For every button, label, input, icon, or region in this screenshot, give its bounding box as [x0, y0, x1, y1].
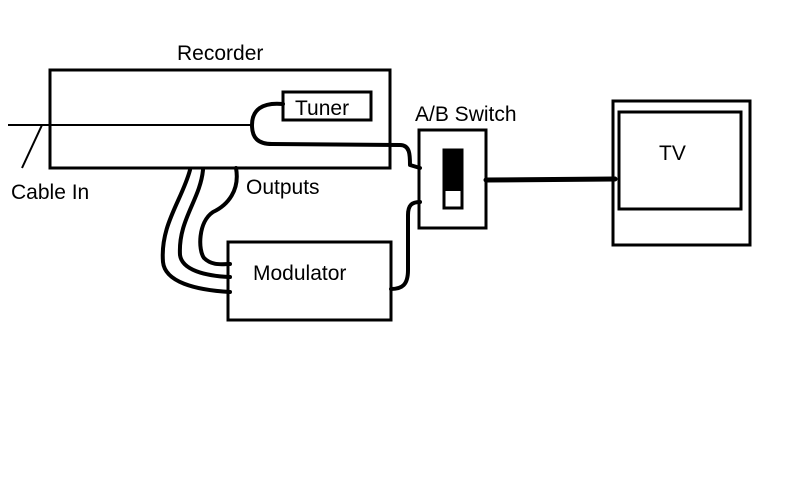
tv-cabinet: [611, 99, 752, 247]
tuner-unit: Tuner: [281, 90, 373, 122]
modulator-box: [226, 240, 393, 322]
output-cable-1: [160, 168, 232, 294]
modulator-unit: Modulator: [226, 240, 393, 322]
recorder-to-switch-wire: [250, 123, 422, 170]
tuner-box: [281, 90, 373, 122]
tuner-wire: [250, 101, 285, 127]
tuner-label: Tuner: [295, 97, 349, 120]
modulator-label: Modulator: [253, 262, 346, 285]
recorder-unit: Recorder: [48, 42, 392, 170]
modulator-to-switch-wire: [389, 200, 422, 291]
tv-unit: TV: [611, 99, 752, 247]
cable-in-arrow: [21, 124, 43, 169]
output-cable-2: [177, 168, 232, 279]
switch-to-tv-wire: [483, 176, 618, 183]
tv-label: TV: [659, 142, 686, 165]
outputs-label: Outputs: [246, 176, 320, 199]
ab-switch-label: A/B Switch: [415, 103, 517, 126]
recorder-box: [48, 68, 392, 170]
ab-switch-unit: A/B Switch: [415, 103, 517, 230]
tv-screen: [617, 110, 743, 211]
recorder-label: Recorder: [177, 42, 263, 65]
output-cable-3: [198, 166, 239, 267]
switch-lever: [445, 151, 461, 191]
cable-in-label: Cable In: [11, 181, 89, 204]
